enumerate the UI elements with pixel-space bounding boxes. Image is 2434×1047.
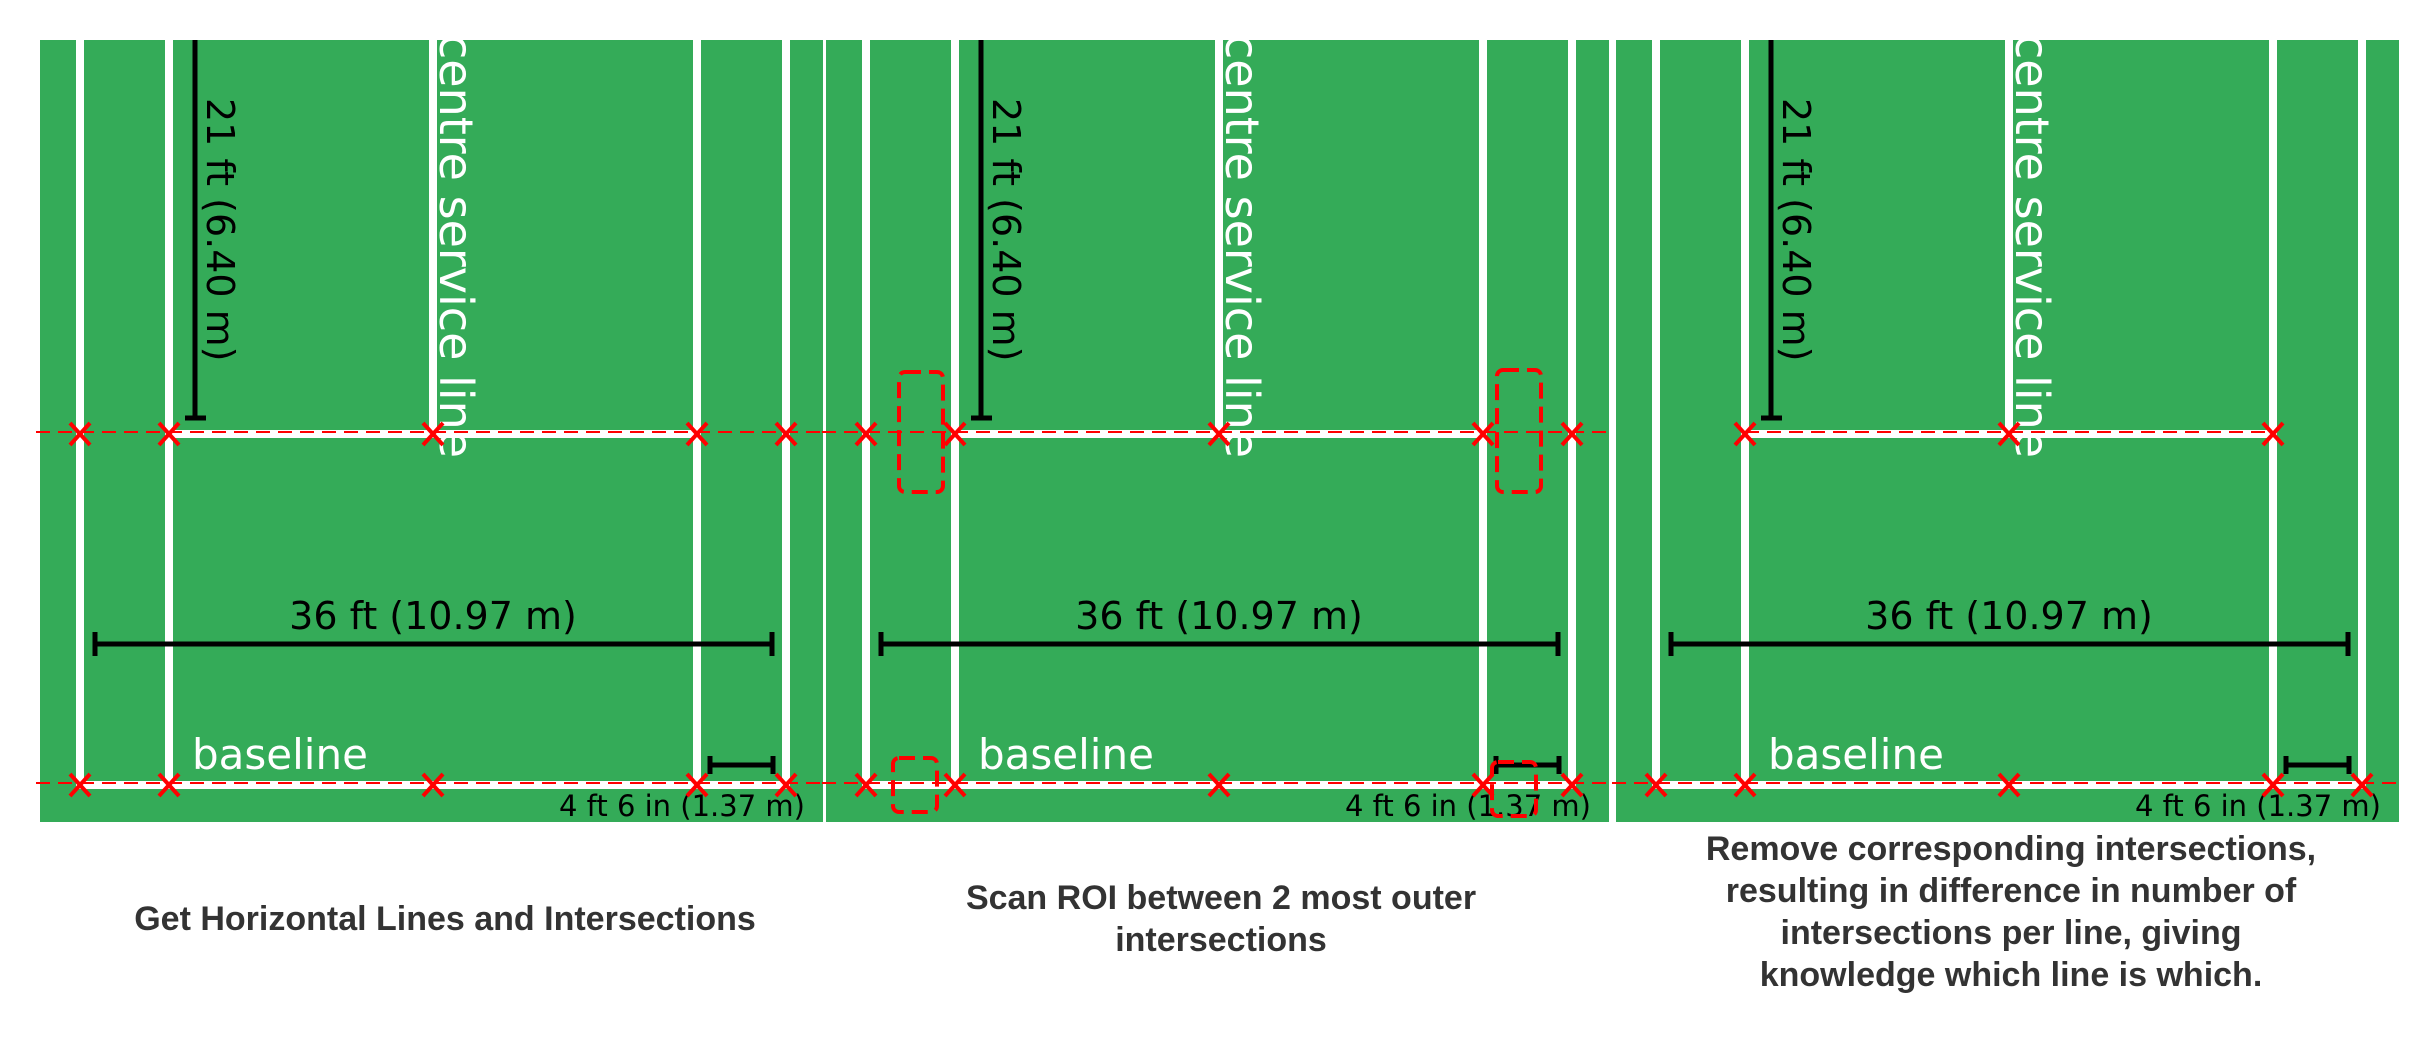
intersection-marker [157, 421, 181, 447]
intersection-marker [1997, 421, 2021, 447]
intersection-marker [943, 772, 967, 798]
roi-box [1495, 368, 1543, 494]
intersection-marker [685, 421, 709, 447]
doubles-sideline [862, 40, 870, 789]
baseline-label: baseline [192, 730, 368, 779]
intersection-marker [854, 772, 878, 798]
intersection-marker [1471, 772, 1495, 798]
court-width-label: 36 ft (10.97 m) [1075, 594, 1363, 638]
baseline-label: baseline [1768, 730, 1944, 779]
panel-1-caption: Get Horizontal Lines and Intersections [40, 898, 850, 940]
intersection-marker [774, 421, 798, 447]
centre-service-line-label: centre service line [429, 34, 483, 458]
doubles-sideline [2358, 40, 2366, 789]
service-depth-label: 21 ft (6.40 m) [198, 98, 242, 361]
intersection-marker [68, 772, 92, 798]
roi-box [1490, 760, 1538, 818]
panel-2-caption: Scan ROI between 2 most outer intersectio… [826, 877, 1616, 961]
doubles-sideline [76, 40, 84, 789]
intersection-marker [854, 421, 878, 447]
court-panel-1: centre service line 21 ft (6.40 m) 36 ft (… [36, 34, 827, 823]
service-depth-label: 21 ft (6.40 m) [984, 98, 1028, 361]
singles-sideline [693, 40, 701, 789]
alley-width-label: 4 ft 6 in (1.37 m) [1345, 789, 1591, 823]
intersection-marker [1207, 421, 1231, 447]
intersection-marker [1733, 421, 1757, 447]
singles-sideline [951, 40, 959, 789]
intersection-marker [2261, 421, 2285, 447]
doubles-sideline [782, 40, 790, 789]
caption-line: knowledge which line is which. [1759, 956, 2263, 994]
alley-width-label: 4 ft 6 in (1.37 m) [559, 789, 805, 823]
intersection-marker [1560, 772, 1584, 798]
singles-sideline [2269, 40, 2277, 789]
alley-width-label: 4 ft 6 in (1.37 m) [2135, 789, 2381, 823]
intersection-marker [68, 421, 92, 447]
intersection-marker [774, 772, 798, 798]
caption-line: intersections per line, giving [1780, 914, 2242, 952]
caption-line: intersections [1115, 921, 1327, 959]
singles-sideline [1479, 40, 1487, 789]
caption-line: Remove corresponding intersections, [1705, 830, 2317, 868]
intersection-marker [1471, 421, 1495, 447]
intersection-marker [2261, 772, 2285, 798]
roi-box [891, 756, 939, 814]
caption-line: Scan ROI between 2 most outer [965, 879, 1477, 917]
intersection-marker [1997, 772, 2021, 798]
intersection-marker [421, 772, 445, 798]
caption-line: resulting in difference in number of [1725, 872, 2297, 910]
intersection-marker [943, 421, 967, 447]
centre-service-line-label: centre service line [1215, 34, 1269, 458]
court-panel-3: centre service line 21 ft (6.40 m) 36 ft (… [1612, 34, 2403, 823]
roi-box [897, 370, 945, 494]
intersection-marker [1733, 772, 1757, 798]
doubles-sideline [1652, 40, 1660, 789]
intersection-marker [157, 772, 181, 798]
caption-line: Get Horizontal Lines and Intersections [134, 900, 756, 938]
court-width-label: 36 ft (10.97 m) [289, 594, 577, 638]
doubles-sideline [1568, 40, 1576, 789]
service-depth-label: 21 ft (6.40 m) [1774, 98, 1818, 361]
singles-sideline [165, 40, 173, 789]
intersection-marker [685, 772, 709, 798]
baseline-label: baseline [978, 730, 1154, 779]
court-panel-2: centre service line 21 ft (6.40 m) 36 ft (… [822, 34, 1613, 823]
panel-3-caption: Remove corresponding intersections, resul… [1616, 828, 2406, 996]
singles-sideline [1741, 40, 1749, 789]
centre-service-line [2005, 40, 2013, 434]
intersection-marker [1644, 772, 1668, 798]
court-width-label: 36 ft (10.97 m) [1865, 594, 2153, 638]
intersection-marker [2350, 772, 2374, 798]
intersection-marker [1560, 421, 1584, 447]
centre-service-line-label: centre service line [2005, 34, 2059, 458]
centre-service-line [1215, 40, 1223, 434]
centre-service-line [429, 40, 437, 434]
intersection-marker [1207, 772, 1231, 798]
intersection-marker [421, 421, 445, 447]
